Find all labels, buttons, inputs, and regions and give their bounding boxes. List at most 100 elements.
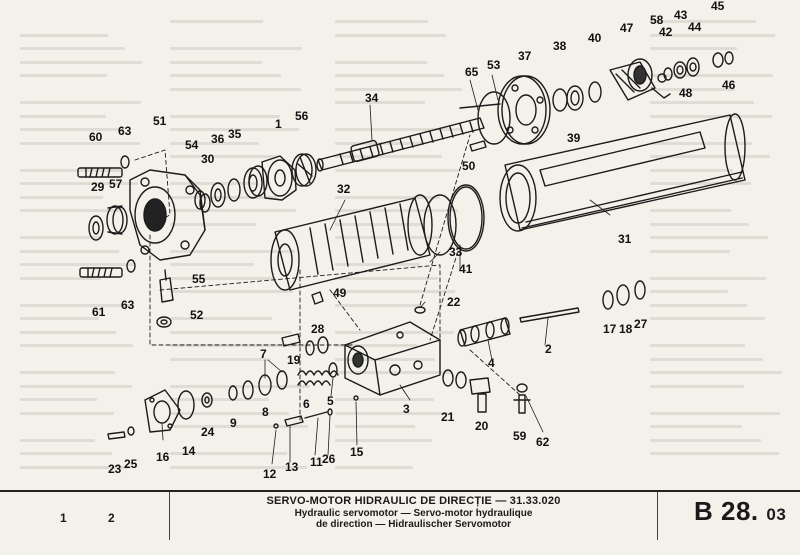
callout-p18: 18 — [619, 322, 633, 336]
ghost-line — [335, 357, 435, 361]
ghost-line — [170, 195, 277, 199]
ghost-line — [20, 195, 103, 199]
callout-p4: 4 — [488, 356, 495, 370]
callout-p50: 50 — [462, 159, 476, 173]
ghost-line — [170, 47, 302, 50]
callout-p12: 12 — [263, 467, 277, 481]
ghost-line — [170, 465, 307, 469]
ghost-line — [20, 128, 123, 131]
ghost-line — [20, 209, 120, 212]
callout-p34: 34 — [365, 91, 379, 105]
title-translation-line-1: Hydraulic servomotor — Servo-motor hydra… — [294, 508, 533, 519]
ghost-line — [20, 398, 97, 401]
ghost-line — [170, 209, 296, 212]
ghost-line — [650, 344, 745, 347]
callout-p13: 13 — [285, 460, 299, 474]
ghost-line — [20, 317, 99, 320]
ghost-line — [335, 222, 421, 226]
callout-p55: 55 — [192, 272, 206, 286]
ghost-line — [20, 33, 108, 37]
callout-p25: 25 — [124, 457, 138, 471]
ghost-line — [20, 263, 136, 266]
ghost-line — [20, 276, 101, 280]
ghost-line — [650, 438, 761, 442]
ghost-line — [650, 182, 751, 185]
callout-p19: 19 — [287, 353, 301, 367]
ghost-line — [335, 20, 428, 23]
ghost-line — [20, 60, 142, 64]
plate-number-main: B 28. — [694, 496, 759, 526]
callout-p23: 23 — [108, 462, 122, 476]
ghost-line — [170, 398, 269, 401]
column-label-2: 2 — [108, 511, 115, 525]
ghost-line — [335, 168, 459, 172]
callout-p2: 2 — [545, 342, 552, 356]
ghost-line — [170, 452, 287, 455]
callout-p29: 29 — [91, 180, 105, 194]
ghost-line — [20, 344, 133, 347]
callout-p35: 35 — [228, 127, 242, 141]
ghost-line — [650, 20, 756, 23]
ghost-line — [170, 141, 259, 145]
ghost-line — [650, 209, 731, 212]
callout-p58: 58 — [650, 13, 664, 27]
callout-p42: 42 — [659, 25, 673, 39]
ghost-line — [170, 249, 295, 253]
callout-p28: 28 — [311, 322, 325, 336]
callout-p56: 56 — [295, 109, 309, 123]
callout-p37: 37 — [518, 49, 532, 63]
worm-shaft-34 — [316, 117, 485, 172]
callout-p3: 3 — [403, 402, 410, 416]
ghost-line — [650, 87, 735, 91]
bolt-61 — [79, 267, 123, 278]
callout-p39: 39 — [567, 131, 581, 145]
ghost-line — [335, 330, 454, 334]
ghost-line — [650, 33, 775, 37]
plate-number-sub: 03 — [766, 505, 787, 524]
ghost-line — [170, 357, 271, 361]
callout-p33: 33 — [449, 245, 463, 259]
callout-p26: 26 — [322, 452, 336, 466]
ghost-line — [650, 303, 747, 307]
ghost-line — [650, 425, 742, 428]
callout-p46: 46 — [722, 78, 736, 92]
callout-p63a: 63 — [118, 124, 132, 138]
ghost-line — [335, 128, 461, 131]
flange-1 — [261, 155, 297, 201]
ghost-line — [20, 452, 112, 455]
ghost-line — [650, 317, 765, 320]
ghost-line — [335, 33, 446, 37]
ghost-line — [170, 425, 308, 428]
callout-p44: 44 — [688, 20, 702, 34]
lock-nut-47 — [609, 58, 656, 101]
ghost-line — [650, 249, 730, 253]
callout-p20: 20 — [475, 419, 489, 433]
ghost-line — [650, 276, 766, 280]
callout-p8: 8 — [262, 405, 269, 419]
ghost-line — [170, 20, 263, 23]
valve-spool-4 — [457, 317, 511, 347]
ghost-line — [335, 209, 458, 212]
ghost-line — [170, 344, 311, 347]
ghost-line — [650, 168, 733, 172]
ghost-line — [650, 74, 773, 77]
ghost-line — [650, 384, 744, 388]
ghost-line — [20, 249, 119, 253]
ghost-line — [650, 101, 754, 104]
ghost-line — [170, 263, 254, 266]
callout-p14: 14 — [182, 444, 196, 458]
ghost-line — [650, 155, 770, 158]
ghost-line — [335, 141, 424, 145]
callout-p21: 21 — [441, 410, 455, 424]
ghost-line — [20, 465, 129, 469]
ghost-line — [650, 371, 782, 374]
title-block: 1 2 SERVO-MOTOR HIDRAULIC DE DIRECȚIE — … — [0, 490, 800, 540]
ghost-line — [335, 303, 419, 307]
ghost-line — [650, 114, 772, 118]
ghost-line — [170, 290, 293, 293]
callout-p45: 45 — [711, 0, 725, 13]
ghost-line — [20, 101, 141, 104]
callout-p53: 53 — [487, 58, 501, 72]
title-romanian: SERVO-MOTOR HIDRAULIC DE DIRECȚIE — 31.3… — [266, 495, 561, 507]
ghost-line — [335, 60, 427, 64]
